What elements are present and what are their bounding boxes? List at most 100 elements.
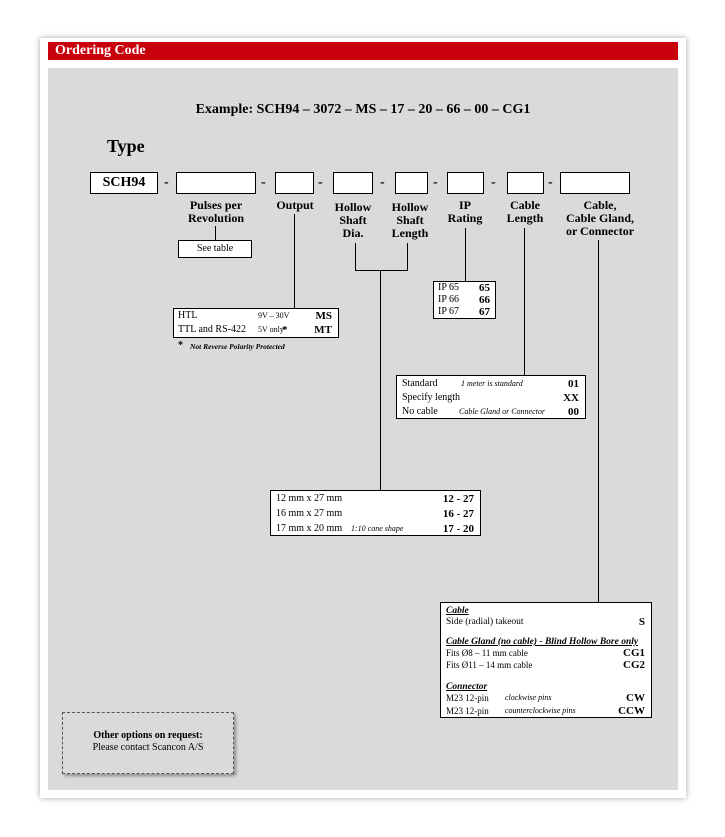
section-header: Ordering Code <box>48 42 678 60</box>
table-row: TTL and RS-422 5V only * MT <box>174 323 338 337</box>
cable-length-name: No cable <box>402 406 438 417</box>
cable-length-code: 01 <box>568 378 579 390</box>
table-row: 16 mm x 27 mm 16 - 27 <box>271 507 480 521</box>
line-shaft-join <box>355 270 408 271</box>
ip-name: IP 66 <box>438 294 460 305</box>
gland-row-code: CG2 <box>623 659 645 671</box>
note-text: Please contact Scancon A/S <box>92 742 204 753</box>
code-box-connector <box>560 172 630 194</box>
ip-name: IP 67 <box>438 306 460 317</box>
table-row: Cable Gland (no cable) - Blind Hollow Bo… <box>441 636 651 648</box>
dash-4: - <box>380 175 385 190</box>
table-row: Cable <box>441 605 651 617</box>
cable-row-name: Side (radial) takeout <box>446 617 524 627</box>
shaft-note: 1:10 cone shape <box>351 524 404 533</box>
connector-row-note: counterclockwise pins <box>505 706 576 715</box>
cable-length-code: XX <box>563 392 579 404</box>
gland-row-code: CG1 <box>623 647 645 659</box>
line-shaft-length <box>407 243 408 271</box>
dash-3: - <box>318 175 323 190</box>
table-row: HTL 9V – 30V MS <box>174 309 338 323</box>
table-row: 12 mm x 27 mm 12 - 27 <box>271 492 480 506</box>
gland-row-name: Fits Ø11 – 14 mm cable <box>446 660 533 670</box>
cable-length-note: 1 meter is standard <box>461 379 523 388</box>
connector-row-code: CCW <box>618 705 645 717</box>
cable-length-table: Standard 1 meter is standard 01 Specify … <box>396 375 586 419</box>
output-table: HTL 9V – 30V MS TTL and RS-422 5V only *… <box>173 308 339 338</box>
code-box-cable-length <box>507 172 544 194</box>
ip-code: 67 <box>479 306 490 318</box>
connector-row-note: clockwise pins <box>505 693 552 702</box>
dash-6: - <box>491 175 496 190</box>
output-star: * <box>282 324 288 336</box>
see-table-box: See table <box>178 240 252 258</box>
table-row: Fits Ø11 – 14 mm cable CG2 <box>441 659 651 671</box>
dash-1: - <box>164 175 169 190</box>
output-code: MS <box>315 310 333 322</box>
footnote-text: Not Reverse Polarity Protected <box>190 342 285 351</box>
cable-length-name: Specify length <box>402 392 461 403</box>
table-row: M23 12-pin counterclockwise pins CCW <box>441 705 651 717</box>
line-output <box>294 214 295 310</box>
ip-name: IP 65 <box>438 282 460 293</box>
dash-7: - <box>548 175 553 190</box>
table-row: Side (radial) takeout S <box>441 616 651 629</box>
dash-5: - <box>433 175 438 190</box>
footnote-mark: * <box>178 340 183 351</box>
line-connector <box>598 240 599 603</box>
gland-row-name: Fits Ø8 – 11 mm cable <box>446 648 528 658</box>
connector-row-name: M23 12-pin <box>446 693 489 703</box>
connector-table: Cable Side (radial) takeout S Cable Glan… <box>440 602 652 718</box>
table-row: M23 12-pin clockwise pins CW <box>441 692 651 704</box>
shaft-size: 12 mm x 27 mm <box>276 493 343 504</box>
code-box-type: SCH94 <box>90 172 158 194</box>
output-name: TTL and RS-422 <box>178 324 246 335</box>
table-row: Specify length XX <box>397 391 585 405</box>
output-range: 9V – 30V <box>258 311 290 320</box>
line-cable-length <box>524 228 525 375</box>
shaft-table: 12 mm x 27 mm 12 - 27 16 mm x 27 mm 16 -… <box>270 490 481 536</box>
cable-length-code: 00 <box>568 406 579 418</box>
gland-section-title: Cable Gland (no cable) - Blind Hollow Bo… <box>446 637 639 647</box>
cable-length-name: Standard <box>402 378 438 389</box>
code-box-shaft-length <box>395 172 428 194</box>
cable-section-title: Cable <box>446 606 469 616</box>
table-row: IP 65 65 <box>434 282 495 294</box>
ip-code: 65 <box>479 282 490 294</box>
ip-code: 66 <box>479 294 490 306</box>
line-shaft-dia <box>355 243 356 271</box>
shaft-code: 16 - 27 <box>442 508 474 520</box>
table-row: Fits Ø8 – 11 mm cable CG1 <box>441 647 651 659</box>
code-box-pulses <box>176 172 256 194</box>
connector-row-code: CW <box>626 692 645 704</box>
cable-length-note: Cable Gland or Connector <box>459 407 545 416</box>
shaft-code: 12 - 27 <box>442 493 474 505</box>
connector-section-title: Connector <box>446 682 488 692</box>
cable-row-code: S <box>638 616 645 628</box>
table-row: IP 66 66 <box>434 294 495 306</box>
output-range: 5V only <box>258 325 284 334</box>
shaft-code: 17 - 20 <box>442 523 474 535</box>
shaft-size: 17 mm x 20 mm <box>276 523 343 534</box>
line-pulses <box>215 226 216 240</box>
code-box-ip <box>447 172 484 194</box>
label-output: Output <box>276 198 314 212</box>
shaft-size: 16 mm x 27 mm <box>276 508 343 519</box>
options-note: Other options on request: Please contact… <box>62 712 234 774</box>
table-row: No cable Cable Gland or Connector 00 <box>397 405 585 419</box>
table-row: Connector <box>441 681 651 693</box>
line-ip <box>465 228 466 281</box>
label-connector: Cable,Cable Gland,or Connector <box>565 198 635 238</box>
code-box-output <box>275 172 314 194</box>
type-title: Type <box>107 136 145 156</box>
ip-table: IP 65 65 IP 66 66 IP 67 67 <box>433 281 496 319</box>
table-row: 17 mm x 20 mm 1:10 cone shape 17 - 20 <box>271 522 480 536</box>
output-name: HTL <box>178 310 198 321</box>
line-shaft-down <box>380 270 381 492</box>
note-title: Other options on request: <box>93 730 203 741</box>
